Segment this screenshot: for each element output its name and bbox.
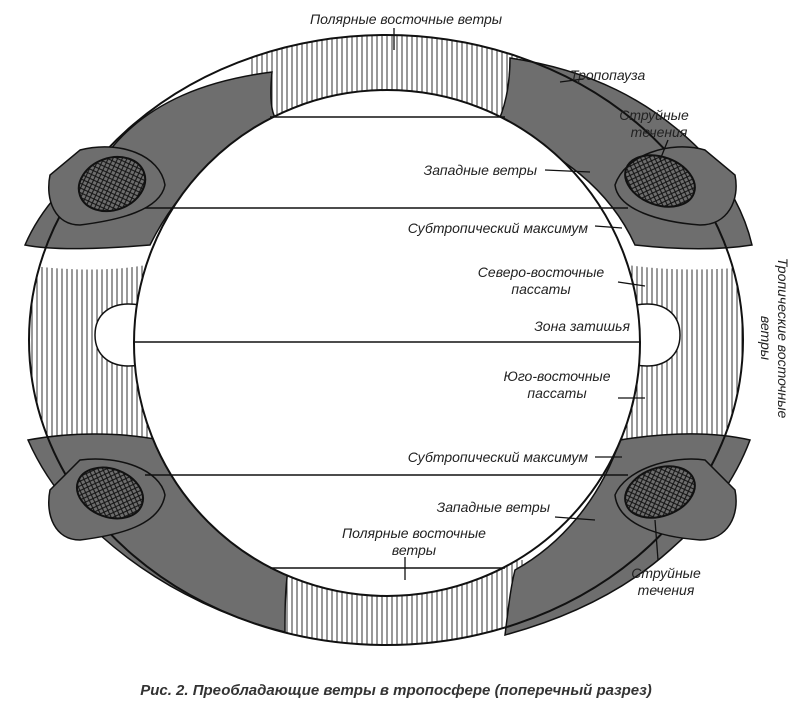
label-tropopause: Тропопауза (570, 67, 646, 83)
ptr-ne-trades (617, 281, 646, 287)
jet-stream-top-right (624, 154, 696, 208)
latitude-lines (133, 116, 641, 569)
calm-bulge-right (635, 303, 681, 367)
ptr-subtrop-top (594, 225, 623, 229)
label-subtropic-top: Субтропический максимум (408, 220, 589, 236)
figure-caption: Рис. 2. Преобладающие ветры в тропосфере… (140, 682, 652, 699)
label-ne-trades-line2: пассаты (511, 281, 571, 297)
label-tropical-easterlies: Тропические восточные ветры (758, 258, 791, 419)
label-jet-bottom-line1: Струйные (631, 565, 701, 581)
jet-stream-bottom-right (624, 465, 696, 519)
ptr-jet-bottom (654, 519, 659, 561)
earth-globe (133, 89, 641, 597)
label-ne-trades-line1: Северо-восточные (478, 264, 605, 280)
label-se-trades-line1: Юго-восточные (504, 368, 611, 384)
label-jet-bottom-line2: течения (638, 582, 695, 598)
label-jet-top-line2: течения (631, 124, 688, 140)
label-calm-zone: Зона затишья (534, 318, 630, 334)
ptr-jet-top (659, 139, 669, 161)
label-polar-easterlies-top: Полярные восточные ветры (310, 11, 503, 27)
label-subtropic-bottom: Субтропический максимум (408, 449, 589, 465)
jet-stream-bottom-left (76, 466, 144, 520)
label-westerlies-bottom: Западные ветры (437, 499, 551, 515)
ptr-westerlies-bottom (554, 516, 596, 521)
ptr-westerlies-top (544, 169, 591, 173)
label-westerlies-top: Западные ветры (424, 162, 538, 178)
ptr-tropopause (559, 78, 584, 83)
label-se-trades-line2: пассаты (527, 385, 587, 401)
calm-bulge-left (94, 303, 141, 367)
pointer-lines (393, 28, 669, 580)
label-jet-top-line1: Струйные (619, 107, 689, 123)
label-polar-bottom-line1: Полярные восточные (342, 525, 486, 541)
label-polar-bottom-line2: ветры (392, 542, 437, 558)
tropopause-outline (28, 34, 744, 646)
jet-stream-top-left (77, 155, 147, 213)
label-tropical-easterlies-line2: ветры (758, 316, 774, 361)
label-tropical-easterlies-line1: Тропические восточные (775, 258, 791, 419)
